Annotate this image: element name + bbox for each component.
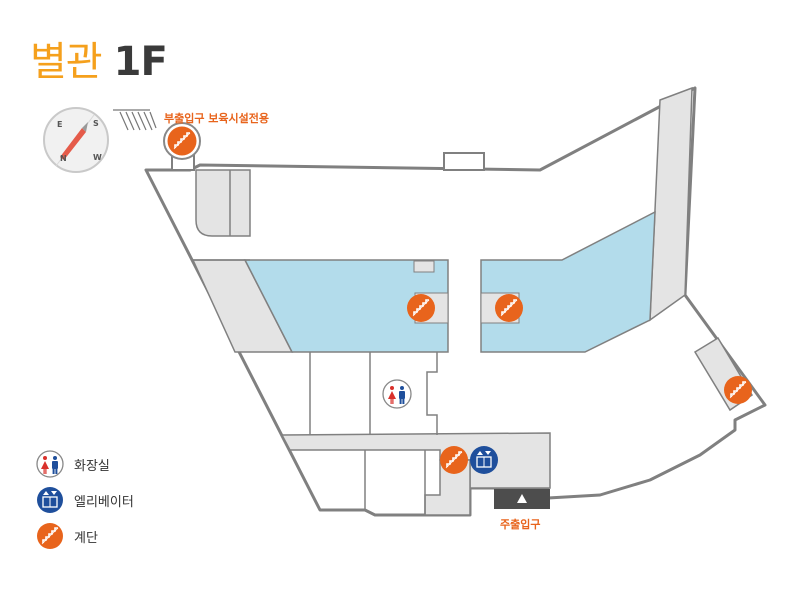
east-classroom: [480, 210, 656, 353]
legend-item-restroom: 화장실: [36, 450, 196, 478]
stairs-icon: [495, 294, 523, 322]
legend-label-stairs: 계단: [74, 530, 98, 546]
stairs-icon: [407, 294, 435, 322]
stairs-icon: [37, 523, 63, 549]
compass-icon: E S N W: [43, 107, 109, 173]
top-protrusion: [443, 152, 485, 171]
legend-item-elevator: 엘리베이터: [36, 486, 196, 514]
elevator-icon: [37, 487, 63, 513]
floor-label: 1F: [113, 39, 168, 85]
north-room: [195, 169, 251, 237]
stairs-icon: [163, 122, 201, 160]
legend-item-stairs: 계단: [36, 522, 196, 550]
legend-label-restroom: 화장실: [74, 458, 110, 474]
legend-label-elevator: 엘리베이터: [74, 494, 134, 510]
compass-west-letter: W: [93, 153, 102, 162]
compass-north-letter: N: [60, 154, 67, 163]
interior-walls: [192, 259, 438, 515]
entrance-arrow-icon: [517, 494, 527, 503]
secondary-entrance-label: 부출입구 보육시설전용: [164, 112, 270, 125]
restroom-icon: [382, 379, 412, 409]
compass-east-letter: E: [57, 120, 62, 129]
restroom-icon: [36, 450, 64, 478]
building-name: 별관: [30, 39, 103, 85]
side-entrance-steps: [113, 109, 157, 131]
compass-south-letter: S: [93, 119, 99, 128]
wall-column: [413, 260, 435, 273]
west-classroom: [243, 259, 449, 353]
main-entrance-label: 주출입구: [500, 518, 541, 531]
elevator-icon: [470, 446, 498, 474]
stairs-icon: [440, 446, 468, 474]
building-outline: [144, 86, 767, 517]
stairs-icon: [724, 376, 752, 404]
